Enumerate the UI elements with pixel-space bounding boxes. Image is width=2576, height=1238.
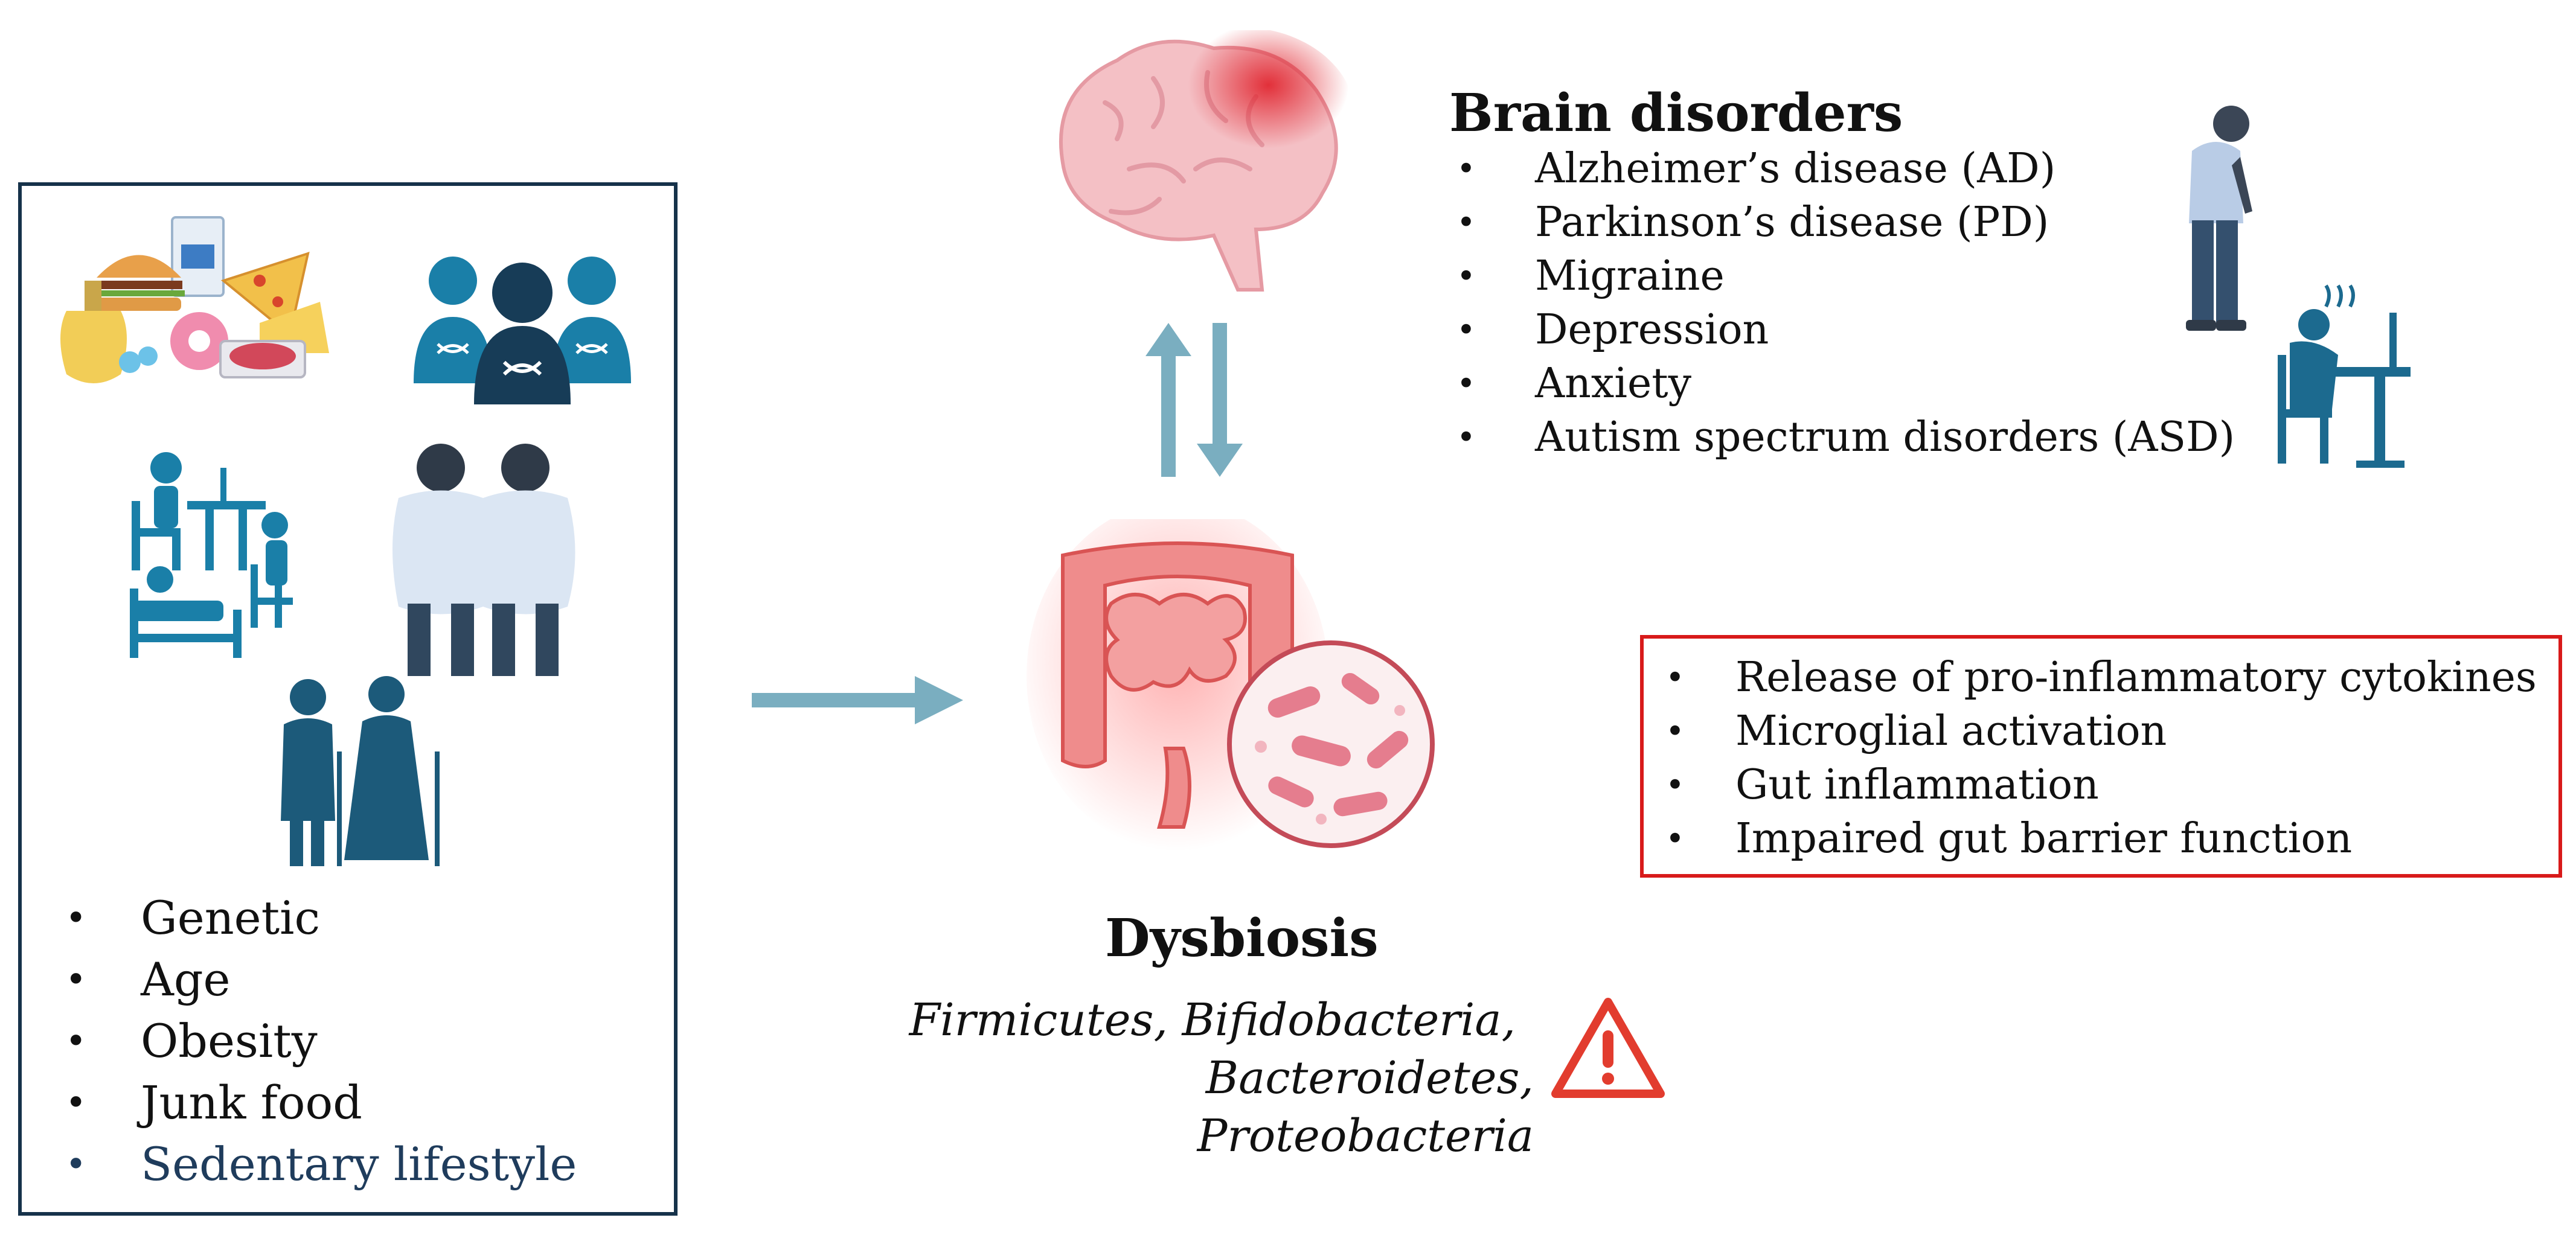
risk-factors-box <box>18 182 678 1216</box>
brain-icon <box>1059 30 1356 292</box>
bacteria-line-1: Firmicutes, Bifidobacteria, <box>909 994 1516 1046</box>
bacteria-line-2: Bacteroidetes, Proteobacteria <box>1197 1052 1534 1162</box>
mechanisms-list: Release of pro-inflammatory cytokines Mi… <box>1665 651 2537 866</box>
mechanism-microglial: Microglial activation <box>1665 704 2537 758</box>
junk-food-icon <box>60 216 329 383</box>
disorder-migraine: Migraine <box>1456 249 2235 303</box>
factor-obesity: Obesity <box>65 1010 577 1072</box>
disorder-depression: Depression <box>1456 303 2235 357</box>
warning-icon <box>1551 998 1665 1098</box>
sedentary-activities-icon <box>130 452 293 658</box>
risk-factor-illustrations <box>60 216 631 866</box>
disorder-alzheimers: Alzheimer’s disease (AD) <box>1456 142 2235 196</box>
right-arrow-icon <box>752 676 963 724</box>
stooped-elderly-man-icon <box>2186 106 2252 331</box>
dysbiosis-title: Dysbiosis <box>1105 908 1379 969</box>
genetic-family-icon <box>414 257 631 404</box>
risk-factor-list: Genetic Age Obesity Junk food Sedentary … <box>65 887 577 1195</box>
disorder-parkinsons: Parkinson’s disease (PD) <box>1456 196 2235 249</box>
mechanism-gut-barrier: Impaired gut barrier function <box>1665 812 2537 866</box>
brain-disorders-title: Brain disorders <box>1449 83 1903 144</box>
mechanism-cytokines: Release of pro-inflammatory cytokines <box>1665 651 2537 704</box>
obese-people-icon <box>392 444 575 676</box>
depressed-person-at-desk-icon <box>2278 284 2411 468</box>
bidirectional-arrows-icon <box>1145 323 1243 477</box>
brain-disorders-list: Alzheimer’s disease (AD) Parkinson’s dis… <box>1456 142 2235 464</box>
factor-junk-food: Junk food <box>65 1072 577 1134</box>
elderly-couple-icon <box>281 676 440 866</box>
mechanism-gut-inflammation: Gut inflammation <box>1665 758 2537 812</box>
factor-genetic: Genetic <box>65 887 577 949</box>
factor-sedentary-lifestyle: Sedentary lifestyle <box>65 1134 577 1195</box>
factor-age: Age <box>65 949 577 1010</box>
mechanisms-box <box>1640 635 2562 878</box>
bacteria-magnifier-icon <box>1227 640 1435 848</box>
disorder-autism: Autism spectrum disorders (ASD) <box>1456 410 2235 464</box>
disorder-anxiety: Anxiety <box>1456 357 2235 410</box>
